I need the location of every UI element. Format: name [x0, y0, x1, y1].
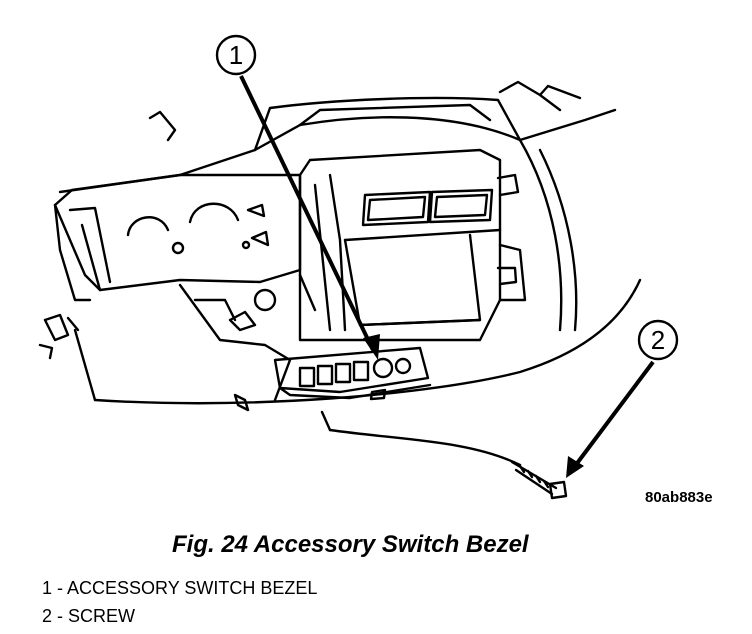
vent-right: [428, 188, 494, 224]
defroster-duct: [253, 96, 522, 152]
legend: 1 - ACCESSORY SWITCH BEZEL 2 - SCREW: [42, 574, 317, 630]
gauge-right: [188, 202, 240, 224]
panel-lower-lip: [328, 428, 522, 467]
gauge-left: [126, 216, 170, 237]
storage-opening: [343, 233, 482, 327]
cluster-housing: [53, 173, 302, 292]
image-code: 80ab883e: [645, 489, 713, 506]
legend-item-2: 2 - SCREW: [42, 606, 136, 626]
lower-bracket: [178, 283, 292, 402]
callout-2-number: 2: [651, 325, 665, 355]
panel-base-edge: [73, 328, 97, 402]
switch-bezel: [273, 346, 430, 394]
callout-2: 2: [566, 319, 679, 478]
callout-1-number: 1: [229, 40, 243, 70]
vent-left: [361, 190, 432, 227]
instrument-panel-illustration: 1 2: [38, 34, 679, 500]
arrowhead-1: [363, 334, 380, 360]
figure-caption: Fig. 24 Accessory Switch Bezel: [172, 531, 529, 558]
leader-arrow-2: [573, 360, 655, 468]
arrowhead-2: [566, 456, 584, 478]
right-pillar: [518, 138, 563, 332]
screw: [510, 460, 558, 496]
panel-base-outline: [93, 278, 642, 405]
leader-arrow-1: [239, 75, 375, 351]
legend-item-1: 1 - ACCESSORY SWITCH BEZEL: [42, 578, 318, 598]
callout-1: 1: [215, 34, 380, 360]
